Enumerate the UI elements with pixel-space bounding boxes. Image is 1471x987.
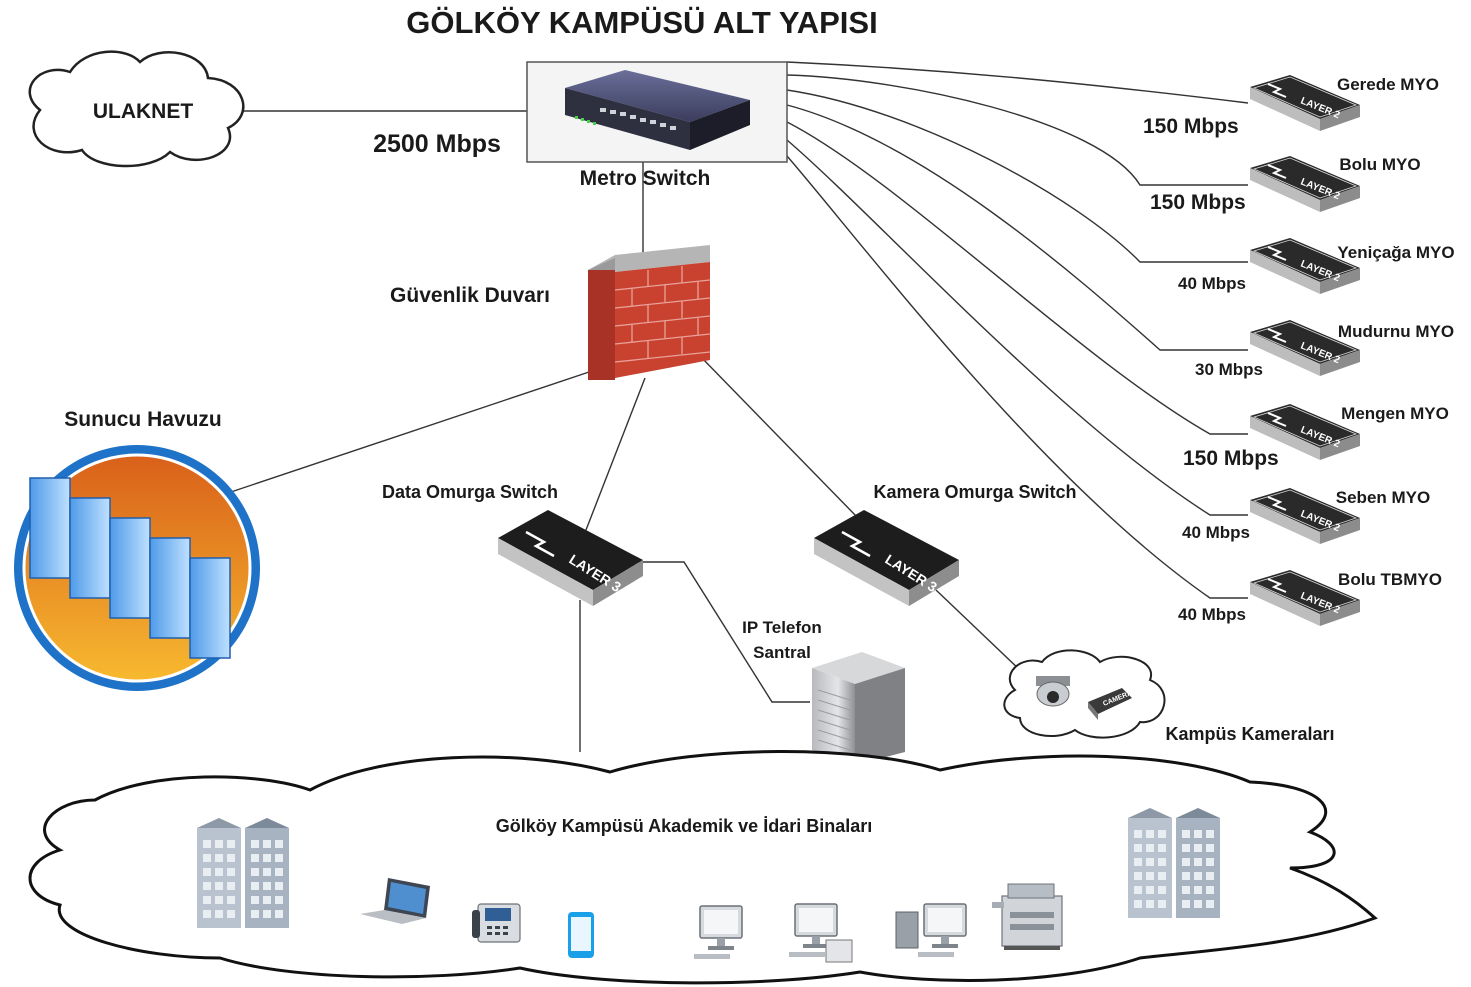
link-firewall-servers xyxy=(221,369,596,496)
link-metro-bolu-tbmyo xyxy=(786,155,1248,599)
metro-switch xyxy=(526,61,788,163)
branch-site-name: Seben MYO xyxy=(1336,488,1430,507)
cameras-label: Kampüs Kameraları xyxy=(1165,724,1334,744)
layer2-switch-icon: LAYER 2 xyxy=(1249,487,1361,545)
branch-bandwidth-label: 40 Mbps xyxy=(1178,274,1246,293)
firewall-icon xyxy=(588,245,711,380)
layer2-switch-icon: LAYER 2 xyxy=(1249,74,1361,132)
workstation-icon xyxy=(895,903,967,958)
ulaknet-cloud: ULAKNET xyxy=(28,50,245,168)
branch-site-name: Gerede MYO xyxy=(1337,75,1439,94)
link-metro-mengen xyxy=(786,121,1248,435)
campus-cloud: Gölköy Kampüsü Akademik ve İdari Binalar… xyxy=(28,750,1378,985)
pbx-server-icon xyxy=(812,652,905,765)
dome-camera-icon xyxy=(1036,676,1070,707)
branch-bandwidth-label: 150 Mbps xyxy=(1150,191,1246,214)
campus-cloud-label: Gölköy Kampüsü Akademik ve İdari Binalar… xyxy=(496,816,872,836)
link-metro-gerede xyxy=(786,61,1249,104)
layer2-switch-icon: LAYER 2 xyxy=(1249,403,1361,461)
pbx-label-line2: Santral xyxy=(753,643,811,662)
branch-bandwidth-label: 150 Mbps xyxy=(1183,447,1279,470)
branch-bandwidth-label: 150 Mbps xyxy=(1143,115,1239,138)
branch-site-name: Bolu MYO xyxy=(1339,155,1420,174)
desk-phone-icon xyxy=(472,903,521,943)
link-firewall-data-switch xyxy=(585,377,646,531)
branch-bandwidth-label: 40 Mbps xyxy=(1182,523,1250,542)
branch-site-name: Mengen MYO xyxy=(1341,404,1449,423)
link-data-switch-pbx xyxy=(628,561,810,703)
layer2-switch-icon: LAYER 2 xyxy=(1249,155,1361,213)
laptop-icon xyxy=(360,878,430,924)
diagram-title: GÖLKÖY KAMPÜSÜ ALT YAPISI xyxy=(406,5,877,40)
branch-bandwidth-label: 30 Mbps xyxy=(1195,360,1263,379)
branch-site-name: Yeniçağa MYO xyxy=(1337,243,1454,262)
branch-site-name: Bolu TBMYO xyxy=(1338,570,1442,589)
server-pool-icon xyxy=(14,445,260,691)
ulaknet-label: ULAKNET xyxy=(93,100,193,123)
connections xyxy=(221,61,1249,752)
link-metro-mudurnu xyxy=(786,104,1248,351)
pbx-label-line1: IP Telefon xyxy=(742,618,822,637)
link-metro-seben xyxy=(786,139,1248,516)
layer2-switch-icon: LAYER 2 xyxy=(1249,319,1361,377)
camera-switch-icon: LAYER 3 xyxy=(814,510,959,606)
link-firewall-camera-switch xyxy=(699,355,859,519)
ulaknet-bandwidth: 2500 Mbps xyxy=(373,130,501,158)
layer2-switch-icon: LAYER 2 xyxy=(1249,237,1361,295)
metro-switch-label: Metro Switch xyxy=(580,167,711,190)
layer2-switch-icon: LAYER 2 xyxy=(1249,569,1361,627)
link-metro-bolu xyxy=(786,74,1248,186)
camera-switch-label: Kamera Omurga Switch xyxy=(873,482,1076,502)
smartphone-icon xyxy=(568,912,594,958)
firewall-label: Güvenlik Duvarı xyxy=(390,284,550,307)
link-camera-switch-cameras xyxy=(935,589,1023,673)
pc-printer-icon xyxy=(788,903,853,963)
data-switch-label: Data Omurga Switch xyxy=(382,482,558,502)
copier-icon xyxy=(992,883,1063,950)
link-metro-yenicaga xyxy=(786,89,1248,263)
server-pool-label: Sunucu Havuzu xyxy=(64,408,222,431)
data-switch-icon: LAYER 3 xyxy=(498,510,643,606)
camera-cloud: CAMERA xyxy=(1003,649,1166,739)
branch-site-name: Mudurnu MYO xyxy=(1338,322,1454,341)
branch-bandwidth-label: 40 Mbps xyxy=(1178,605,1246,624)
